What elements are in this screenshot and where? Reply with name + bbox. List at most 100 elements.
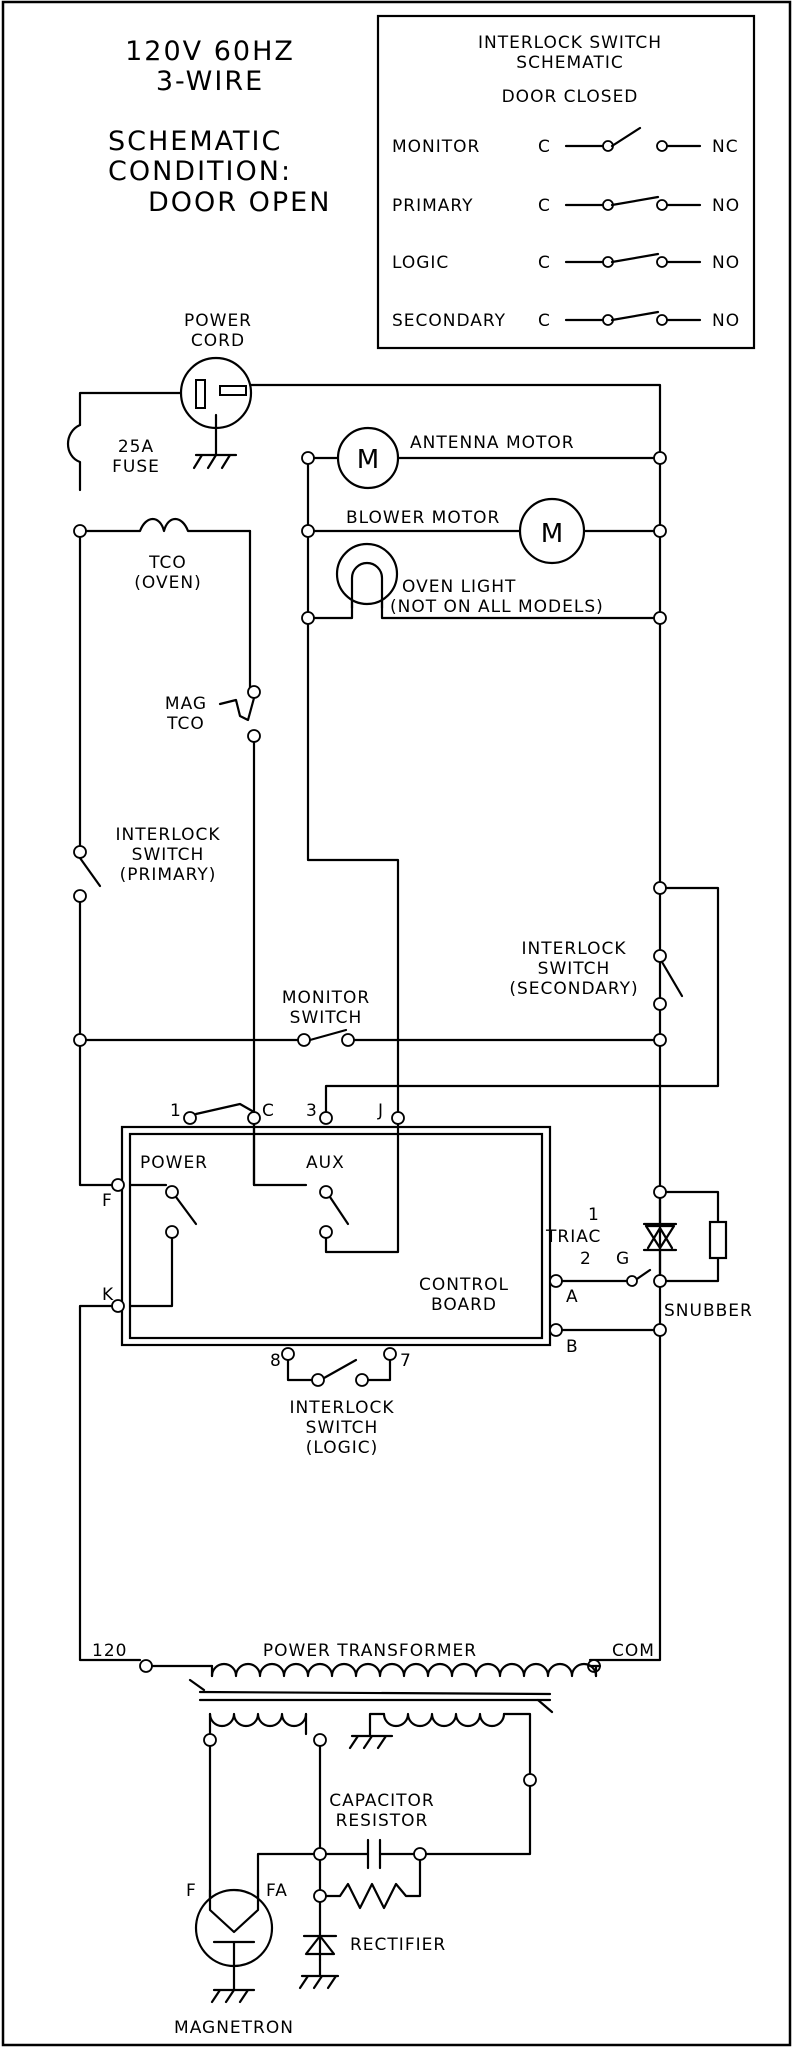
- blower-motor: M BLOWER MOTOR: [301, 497, 667, 565]
- legend-row-state: NO: [712, 253, 740, 273]
- triac-gate: G: [616, 1249, 630, 1269]
- power-cord: POWER CORD: [179, 311, 253, 470]
- line-wire: [78, 391, 183, 427]
- power-transformer: 120 COM POWER TRANSFORMER: [92, 1641, 655, 1787]
- mag-tco-label-2: TCO: [166, 714, 205, 734]
- power-cord-label: POWER: [184, 311, 252, 331]
- control-board: CONTROL BOARD 1 C 3 J POWER AUX F K A: [102, 1101, 579, 1371]
- board-k-to-transformer-wire: [78, 1304, 142, 1662]
- magnetron-label: MAGNETRON: [174, 2018, 294, 2038]
- monitor-switch-label-2: SWITCH: [290, 1008, 363, 1028]
- condition-line-1: SCHEMATIC: [108, 126, 282, 157]
- monitor-switch: MONITOR SWITCH: [84, 988, 667, 1047]
- antenna-motor-label: ANTENNA MOTOR: [410, 433, 575, 453]
- primary-to-board-wire: [78, 900, 114, 1187]
- interlock-primary-label-2: SWITCH: [132, 845, 205, 865]
- tap-120: 120: [92, 1641, 127, 1661]
- rectifier: RECTIFIER: [298, 1934, 446, 1990]
- oven-light-label: OVEN LIGHT: [402, 577, 516, 597]
- junction: [73, 1033, 87, 1047]
- supply-spec: 120V 60HZ 3-WIRE: [125, 36, 295, 97]
- interlock-logic-label-2: SWITCH: [306, 1418, 379, 1438]
- capacitor-label: CAPACITOR: [329, 1791, 434, 1811]
- legend-row-name: PRIMARY: [392, 196, 473, 216]
- magnetron-pin-fa: FA: [266, 1881, 288, 1901]
- motor-symbol: M: [357, 445, 379, 475]
- triac-label: TRIAC: [545, 1227, 601, 1247]
- relay-power-label: POWER: [140, 1153, 208, 1173]
- condition-line-3: DOOR OPEN: [148, 187, 331, 218]
- interlock-secondary: INTERLOCK SWITCH (SECONDARY): [324, 881, 720, 1114]
- interlock-logic: INTERLOCK SWITCH (LOGIC): [286, 1358, 395, 1458]
- pin-f: F: [102, 1191, 113, 1211]
- legend-row-secondary: SECONDARY C NO: [392, 310, 740, 331]
- legend-row-state: NO: [712, 311, 740, 331]
- neutral-rail: [249, 383, 662, 1662]
- snubber-label: SNUBBER: [664, 1301, 753, 1321]
- legend-title-2: SCHEMATIC: [516, 53, 623, 73]
- pin-a: A: [566, 1287, 579, 1307]
- interlock-secondary-label-3: (SECONDARY): [509, 979, 638, 999]
- fuse-label-2: FUSE: [112, 457, 160, 477]
- legend-row-primary: PRIMARY C NO: [392, 195, 740, 216]
- interlock-secondary-label-2: SWITCH: [538, 959, 611, 979]
- legend-subtitle: DOOR CLOSED: [502, 87, 639, 107]
- control-board-label: CONTROL: [419, 1275, 509, 1295]
- interlock-legend: INTERLOCK SWITCH SCHEMATIC DOOR CLOSED M…: [376, 14, 756, 350]
- monitor-switch-label: MONITOR: [282, 988, 370, 1008]
- legend-row-name: SECONDARY: [392, 311, 506, 331]
- oven-light-label-2: (NOT ON ALL MODELS): [390, 597, 604, 617]
- relay-aux-label: AUX: [306, 1153, 345, 1173]
- interlock-secondary-label: INTERLOCK: [522, 939, 627, 959]
- magnetron-pin-f: F: [186, 1881, 197, 1901]
- tco-oven: TCO (OVEN): [84, 517, 252, 593]
- triac-pin-1: 1: [588, 1205, 600, 1225]
- schematic-condition: SCHEMATIC CONDITION: DOOR OPEN: [108, 126, 331, 218]
- legend-row-state: NC: [712, 137, 739, 157]
- blower-motor-label: BLOWER MOTOR: [346, 508, 500, 528]
- triac-pin-2: 2: [580, 1249, 592, 1269]
- interlock-primary-label: INTERLOCK: [116, 825, 221, 845]
- pin-8: 8: [270, 1351, 282, 1371]
- pin-b: B: [566, 1337, 579, 1357]
- legend-row-common: C: [538, 196, 551, 216]
- legend-row-name: MONITOR: [392, 137, 480, 157]
- interlock-primary: INTERLOCK SWITCH (PRIMARY): [73, 825, 221, 903]
- antenna-motor: M ANTENNA MOTOR: [301, 426, 667, 490]
- fuse-label: 25A: [118, 437, 154, 457]
- pin-3: 3: [306, 1101, 318, 1121]
- tco-label: TCO: [148, 553, 187, 573]
- pin-7: 7: [400, 1351, 412, 1371]
- capacitor-resistor: CAPACITOR RESISTOR: [313, 1784, 532, 1910]
- control-board-label-2: BOARD: [431, 1295, 497, 1315]
- supply-voltage: 120V 60HZ: [125, 36, 295, 67]
- legend-row-common: C: [538, 253, 551, 273]
- tco-label-2: (OVEN): [134, 573, 201, 593]
- rectifier-label: RECTIFIER: [350, 1935, 446, 1955]
- legend-row-common: C: [538, 137, 551, 157]
- pin-k: K: [102, 1285, 114, 1305]
- motor-symbol: M: [541, 519, 563, 549]
- legend-row-common: C: [538, 311, 551, 331]
- interlock-primary-label-3: (PRIMARY): [120, 865, 217, 885]
- legend-row-name: LOGIC: [392, 253, 449, 273]
- legend-row-state: NO: [712, 196, 740, 216]
- mag-tco: MAG TCO: [165, 685, 261, 743]
- legend-title: INTERLOCK SWITCH: [478, 33, 662, 53]
- tap-com: COM: [612, 1641, 655, 1661]
- pin-1: 1: [170, 1101, 182, 1121]
- triac: 1 TRIAC 2 G: [545, 1185, 678, 1337]
- oven-light: OVEN LIGHT (NOT ON ALL MODELS): [301, 542, 667, 625]
- transformer-label: POWER TRANSFORMER: [263, 1641, 477, 1661]
- interlock-logic-label: INTERLOCK: [290, 1398, 395, 1418]
- legend-row-logic: LOGIC C NO: [392, 252, 740, 273]
- condition-line-2: CONDITION:: [108, 156, 292, 187]
- fuse: 25A FUSE: [66, 423, 160, 492]
- aux-feed-wire: [306, 456, 400, 1114]
- snubber: SNUBBER: [664, 1190, 753, 1321]
- power-cord-label-2: CORD: [191, 331, 245, 351]
- capacitor-label-2: RESISTOR: [336, 1811, 429, 1831]
- legend-row-monitor: MONITOR C NC: [392, 126, 739, 157]
